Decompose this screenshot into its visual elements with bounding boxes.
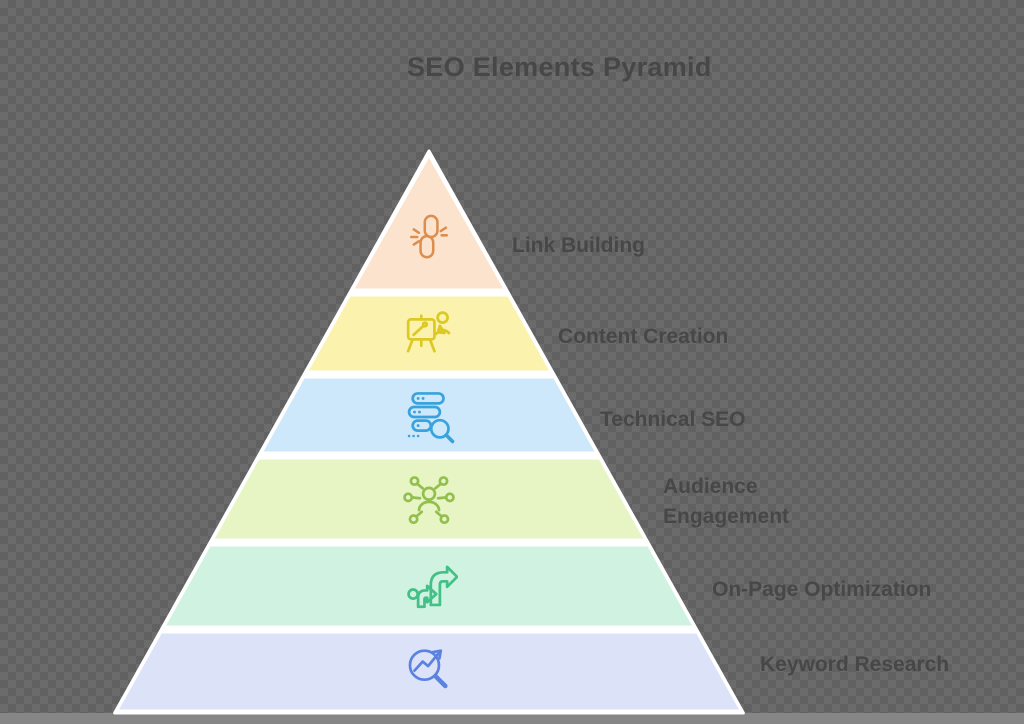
level-label-audience-engagement: Audience Engagement	[663, 475, 790, 528]
search-trend-icon	[400, 638, 458, 696]
page-title: SEO Elements Pyramid	[407, 52, 712, 82]
pyramid-band-technical-seo	[259, 375, 599, 455]
bottom-strip	[0, 713, 1024, 724]
level-label-keyword-research: Keyword Research	[760, 653, 950, 676]
pyramid-band-link-building	[350, 153, 508, 292]
level-label-technical-seo: Technical SEO	[600, 408, 746, 431]
level-label-content-creation: Content Creation	[558, 325, 729, 348]
person-network-icon	[400, 472, 458, 530]
corner-arrows-icon	[400, 556, 458, 614]
level-label-link-building: Link Building	[512, 234, 645, 257]
broken-link-icon	[402, 210, 456, 264]
level-label-on-page-optimization: On-Page Optimization	[712, 578, 932, 601]
easel-presenter-icon	[400, 304, 458, 362]
pyramid-band-content-creation	[304, 293, 554, 374]
pyramid-band-keyword-research	[115, 630, 743, 713]
server-search-icon	[400, 388, 458, 446]
